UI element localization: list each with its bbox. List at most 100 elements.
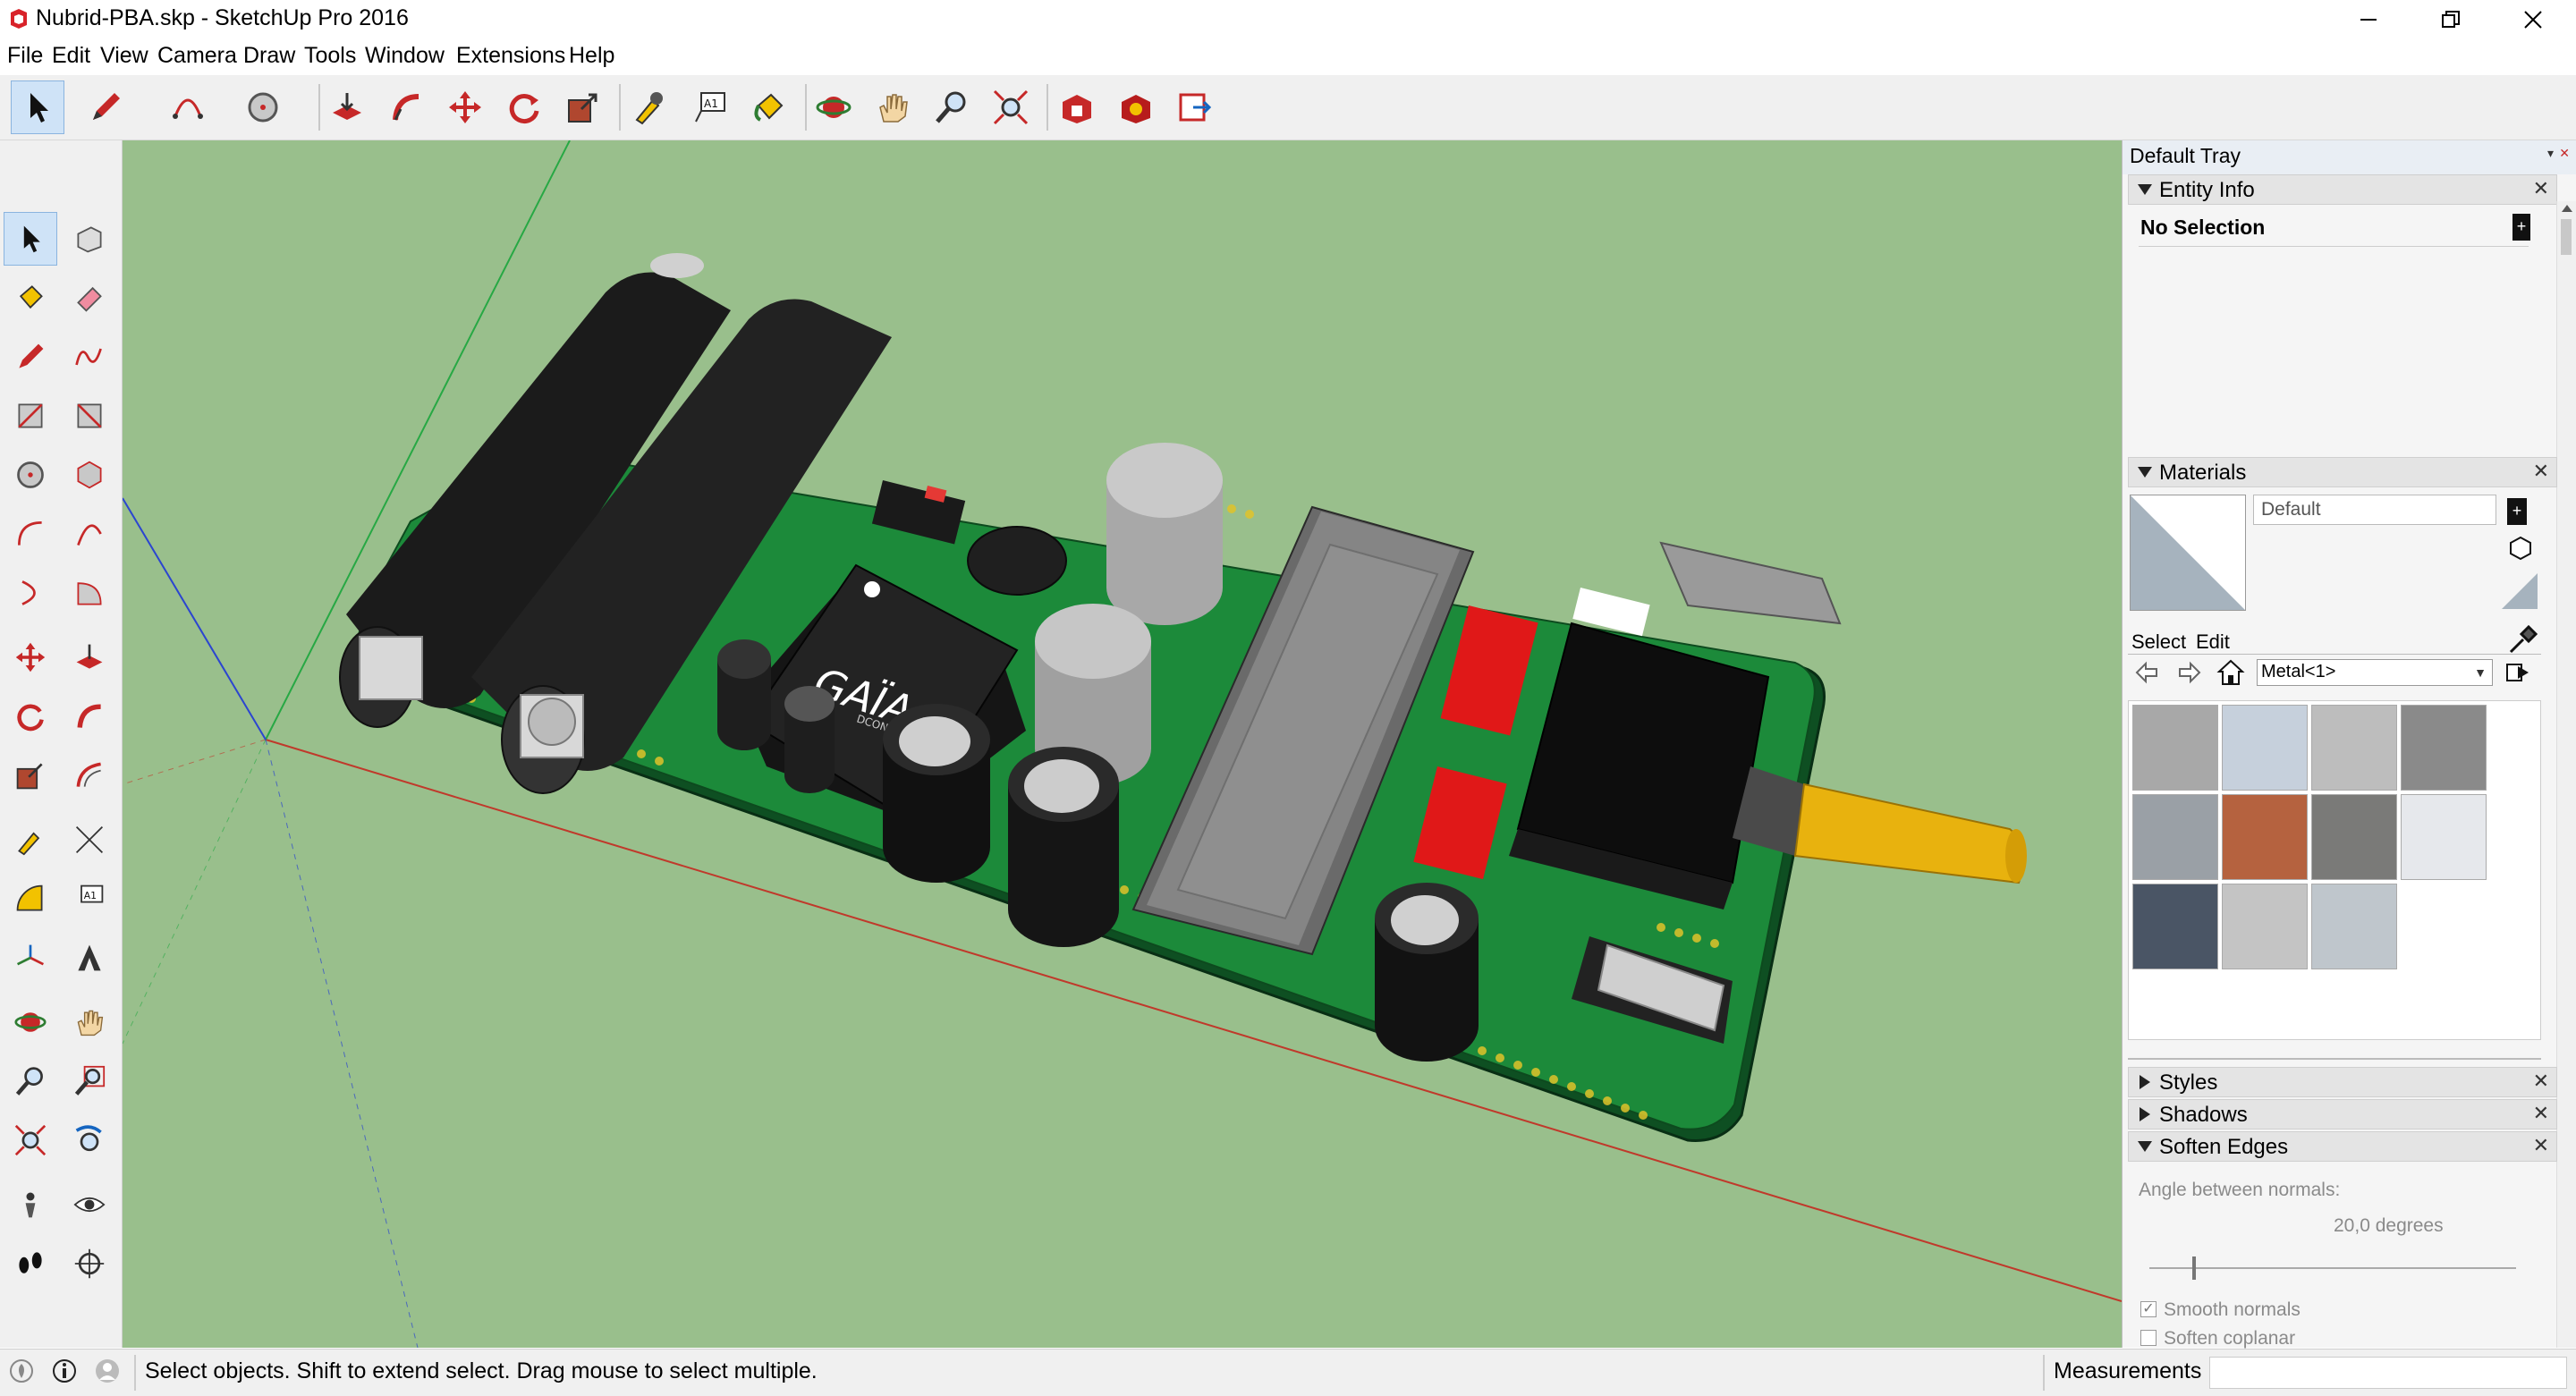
select-tool-button[interactable] — [11, 80, 64, 134]
move-tool-button[interactable] — [438, 80, 492, 134]
zoom-window-tool-button[interactable] — [63, 1054, 116, 1108]
soften-edges-header[interactable]: Soften Edges ✕ — [2128, 1131, 2557, 1162]
material-swatch[interactable] — [2311, 884, 2397, 969]
tape-measure-tool-button[interactable] — [623, 80, 676, 134]
geo-location-button[interactable] — [7, 1357, 36, 1385]
pan-tool-button[interactable] — [63, 995, 116, 1049]
material-name-field[interactable]: Default — [2253, 495, 2496, 525]
pencil-tool-button[interactable] — [79, 80, 132, 134]
minimize-button[interactable] — [2327, 0, 2410, 39]
menu-edit[interactable]: Edit — [52, 43, 91, 68]
close-icon[interactable]: ✕ — [2532, 177, 2549, 199]
orbit-tool-button[interactable] — [807, 80, 860, 134]
audio-jack[interactable] — [1572, 936, 1733, 1044]
eyedropper-button[interactable] — [2507, 624, 2538, 656]
scroll-thumb[interactable] — [2561, 219, 2572, 255]
close-icon[interactable]: ✕ — [2532, 1102, 2549, 1124]
material-swatch[interactable] — [2401, 794, 2487, 880]
dip-ic-chip[interactable] — [1131, 505, 1475, 956]
walk-button[interactable] — [4, 1237, 57, 1290]
menu-window[interactable]: Window — [365, 43, 445, 68]
tape-measure-tool-button[interactable] — [4, 813, 57, 867]
red-component-top[interactable] — [1440, 605, 1538, 736]
details-arrow-button[interactable] — [2504, 659, 2530, 686]
menu-camera[interactable]: Camera — [157, 43, 237, 68]
scale-tool-button[interactable] — [556, 80, 610, 134]
credits-button[interactable] — [50, 1357, 79, 1385]
material-swatch[interactable] — [2132, 884, 2218, 969]
materials-tab-select[interactable]: Select — [2131, 630, 2187, 653]
extension-warehouse-button[interactable] — [1109, 80, 1163, 134]
menu-help[interactable]: Help — [569, 43, 615, 68]
back-button[interactable] — [2133, 659, 2160, 686]
menu-draw[interactable]: Draw — [243, 43, 296, 68]
menu-tools[interactable]: Tools — [304, 43, 357, 68]
entity-info-header[interactable]: Entity Info ✕ — [2128, 174, 2557, 205]
follow-me-tool-button[interactable] — [379, 80, 433, 134]
forward-button[interactable] — [2176, 659, 2203, 686]
scroll-up-icon[interactable] — [2562, 205, 2572, 212]
material-swatch[interactable] — [2311, 794, 2397, 880]
text-tool-button[interactable]: A1 — [683, 80, 737, 134]
pie-tool-button[interactable] — [63, 566, 116, 620]
angle-slider-track[interactable] — [2149, 1267, 2516, 1269]
arc-tool-button[interactable] — [4, 507, 57, 561]
move-tool-button[interactable] — [4, 630, 57, 684]
material-swatch[interactable] — [2222, 794, 2308, 880]
select-tool-button[interactable] — [4, 212, 57, 266]
axes-tool-button[interactable] — [4, 931, 57, 985]
offset-tool-button[interactable] — [63, 749, 116, 802]
scale-tool-button[interactable] — [4, 749, 57, 802]
look-around-button[interactable] — [63, 1178, 116, 1231]
restore-button[interactable] — [2410, 0, 2492, 39]
shadows-header[interactable]: Shadows ✕ — [2128, 1099, 2557, 1129]
3d-text-tool-button[interactable] — [63, 931, 116, 985]
user-button[interactable] — [93, 1357, 122, 1385]
tray-scrollbar[interactable] — [2556, 201, 2576, 1348]
previous-view-button[interactable] — [63, 1113, 116, 1167]
three-point-arc-tool-button[interactable] — [4, 566, 57, 620]
paint-bucket-tool-button[interactable] — [4, 271, 57, 325]
arc-tool-button[interactable] — [161, 80, 215, 134]
details-toggle-icon[interactable]: + — [2512, 214, 2530, 241]
home-button[interactable] — [2216, 657, 2246, 688]
zoom-extents-tool-button[interactable] — [984, 80, 1038, 134]
black-capacitors[interactable] — [717, 639, 1479, 1062]
zoom-tool-button[interactable] — [925, 80, 979, 134]
pan-tool-button[interactable] — [866, 80, 919, 134]
push-pull-tool-button[interactable] — [320, 80, 374, 134]
close-icon[interactable]: ✕ — [2532, 460, 2549, 482]
red-component-bottom[interactable] — [1413, 766, 1507, 880]
zoom-tool-button[interactable] — [4, 1054, 57, 1108]
menu-file[interactable]: File — [7, 43, 44, 68]
push-pull-tool-button[interactable] — [63, 630, 116, 684]
soften-coplanar-checkbox[interactable] — [2140, 1330, 2157, 1346]
materials-tab-edit[interactable]: Edit — [2196, 630, 2230, 653]
material-library-select[interactable]: Metal<1> ▼ — [2257, 659, 2493, 686]
create-material-icon[interactable]: + — [2507, 498, 2527, 525]
smooth-normals-checkbox[interactable]: ✓ — [2140, 1301, 2157, 1317]
material-swatch[interactable] — [2222, 884, 2308, 969]
close-icon[interactable]: ✕ — [2532, 1070, 2549, 1092]
close-icon[interactable]: ✕ — [2532, 1134, 2549, 1156]
dimension-tool-button[interactable] — [63, 813, 116, 867]
polygon-tool-button[interactable] — [63, 448, 116, 502]
tray-pin-icon[interactable]: ▾ — [2546, 146, 2554, 160]
rotated-rectangle-tool-button[interactable] — [63, 389, 116, 443]
freehand-tool-button[interactable] — [63, 330, 116, 384]
close-button[interactable] — [2492, 0, 2574, 39]
styles-header[interactable]: Styles ✕ — [2128, 1067, 2557, 1097]
measurements-input[interactable] — [2209, 1357, 2567, 1389]
angle-slider-thumb[interactable] — [2192, 1256, 2196, 1280]
rectangle-tool-button[interactable] — [4, 389, 57, 443]
material-swatch[interactable] — [2222, 705, 2308, 791]
material-swatch[interactable] — [2311, 705, 2397, 791]
materials-header[interactable]: Materials ✕ — [2128, 457, 2557, 487]
potentiometer[interactable] — [1659, 541, 2027, 884]
menu-view[interactable]: View — [100, 43, 148, 68]
inductor[interactable] — [967, 526, 1067, 596]
send-to-layout-button[interactable] — [1168, 80, 1222, 134]
material-swatch[interactable] — [2132, 794, 2218, 880]
make-component-button[interactable] — [63, 212, 116, 266]
text-tool-button[interactable]: A1 — [63, 872, 116, 926]
